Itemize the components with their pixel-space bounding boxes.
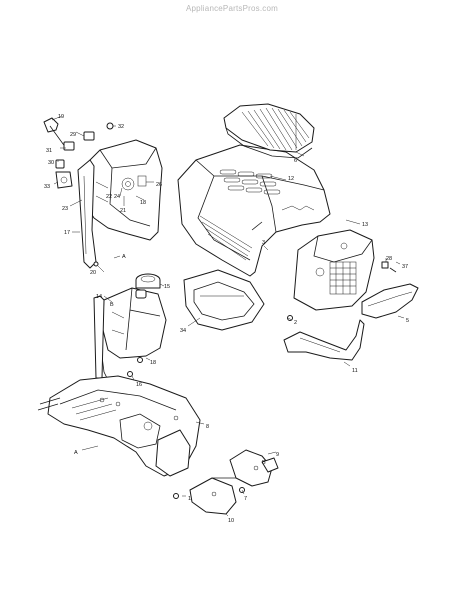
battery-tray [183, 269, 265, 331]
callout-16: 16 [136, 382, 142, 388]
callout-18-lower: 18 [150, 360, 156, 366]
leader-lines [51, 114, 405, 517]
callout-33: 33 [44, 184, 50, 190]
callout-11: 11 [352, 368, 358, 374]
callout-3: 3 [262, 240, 265, 246]
hood-hinge-bracket [189, 449, 279, 515]
screw-20 [93, 261, 99, 267]
callout-14: 14 [96, 294, 102, 300]
screw-16 [127, 371, 133, 377]
callout-18: 18 [140, 200, 146, 206]
hood-assembly [177, 144, 331, 277]
hood-pivot-bracket [283, 319, 365, 361]
callout-12: 12 [288, 176, 294, 182]
callout-28: 28 [386, 256, 392, 262]
callout-B-left: B [110, 302, 114, 308]
callout-29: 29 [70, 132, 76, 138]
callout-A-upper: A [122, 254, 126, 260]
callout-34: 34 [180, 328, 186, 334]
callout-8: 8 [206, 424, 209, 430]
callout-13: 13 [362, 222, 368, 228]
watermark: AppliancePartsPros.com [186, 4, 278, 13]
callout-17: 17 [64, 230, 70, 236]
screw-37 [389, 267, 397, 273]
front-grille [293, 229, 375, 311]
callout-26: 26 [156, 182, 162, 188]
callout-A-lower: A [74, 450, 78, 456]
callout-32: 32 [118, 124, 124, 130]
key-switch [83, 131, 95, 141]
callout-5: 5 [406, 318, 409, 324]
fuel-cap [135, 273, 161, 289]
callout-23: 23 [62, 206, 68, 212]
callout-37: 37 [402, 264, 408, 270]
callout-9: 9 [276, 452, 279, 458]
screw-2 [287, 315, 293, 321]
hood-insert [223, 103, 315, 159]
callout-B-right: B [262, 460, 266, 466]
callout-31: 31 [46, 148, 52, 154]
callout-19: 19 [58, 114, 64, 120]
dash-panel [79, 139, 163, 241]
callout-7: 7 [244, 496, 247, 502]
tank-support-bracket [93, 295, 105, 379]
callout-15: 15 [164, 284, 170, 290]
screw-18 [137, 357, 143, 363]
frame-chassis [47, 375, 201, 477]
callout-6: 6 [294, 158, 297, 164]
clip-28 [381, 261, 389, 269]
callout-labels: 19 29 31 30 33 32 23 17 26 18 24 21 22 2… [44, 114, 409, 524]
callout-1: 1 [188, 496, 191, 502]
callout-20: 20 [90, 270, 96, 276]
callout-30: 30 [48, 160, 54, 166]
frame-rail-extension [37, 397, 61, 411]
fuel-tank [101, 287, 167, 359]
callout-10: 10 [228, 518, 234, 524]
callout-22: 22 [106, 194, 112, 200]
callout-24: 24 [114, 194, 120, 200]
headlight-lens [361, 283, 419, 319]
callout-21: 21 [120, 208, 126, 214]
hood-vent-slots [219, 169, 281, 195]
screw-1 [173, 493, 179, 499]
callout-2: 2 [294, 320, 297, 326]
nut-32 [106, 122, 114, 130]
